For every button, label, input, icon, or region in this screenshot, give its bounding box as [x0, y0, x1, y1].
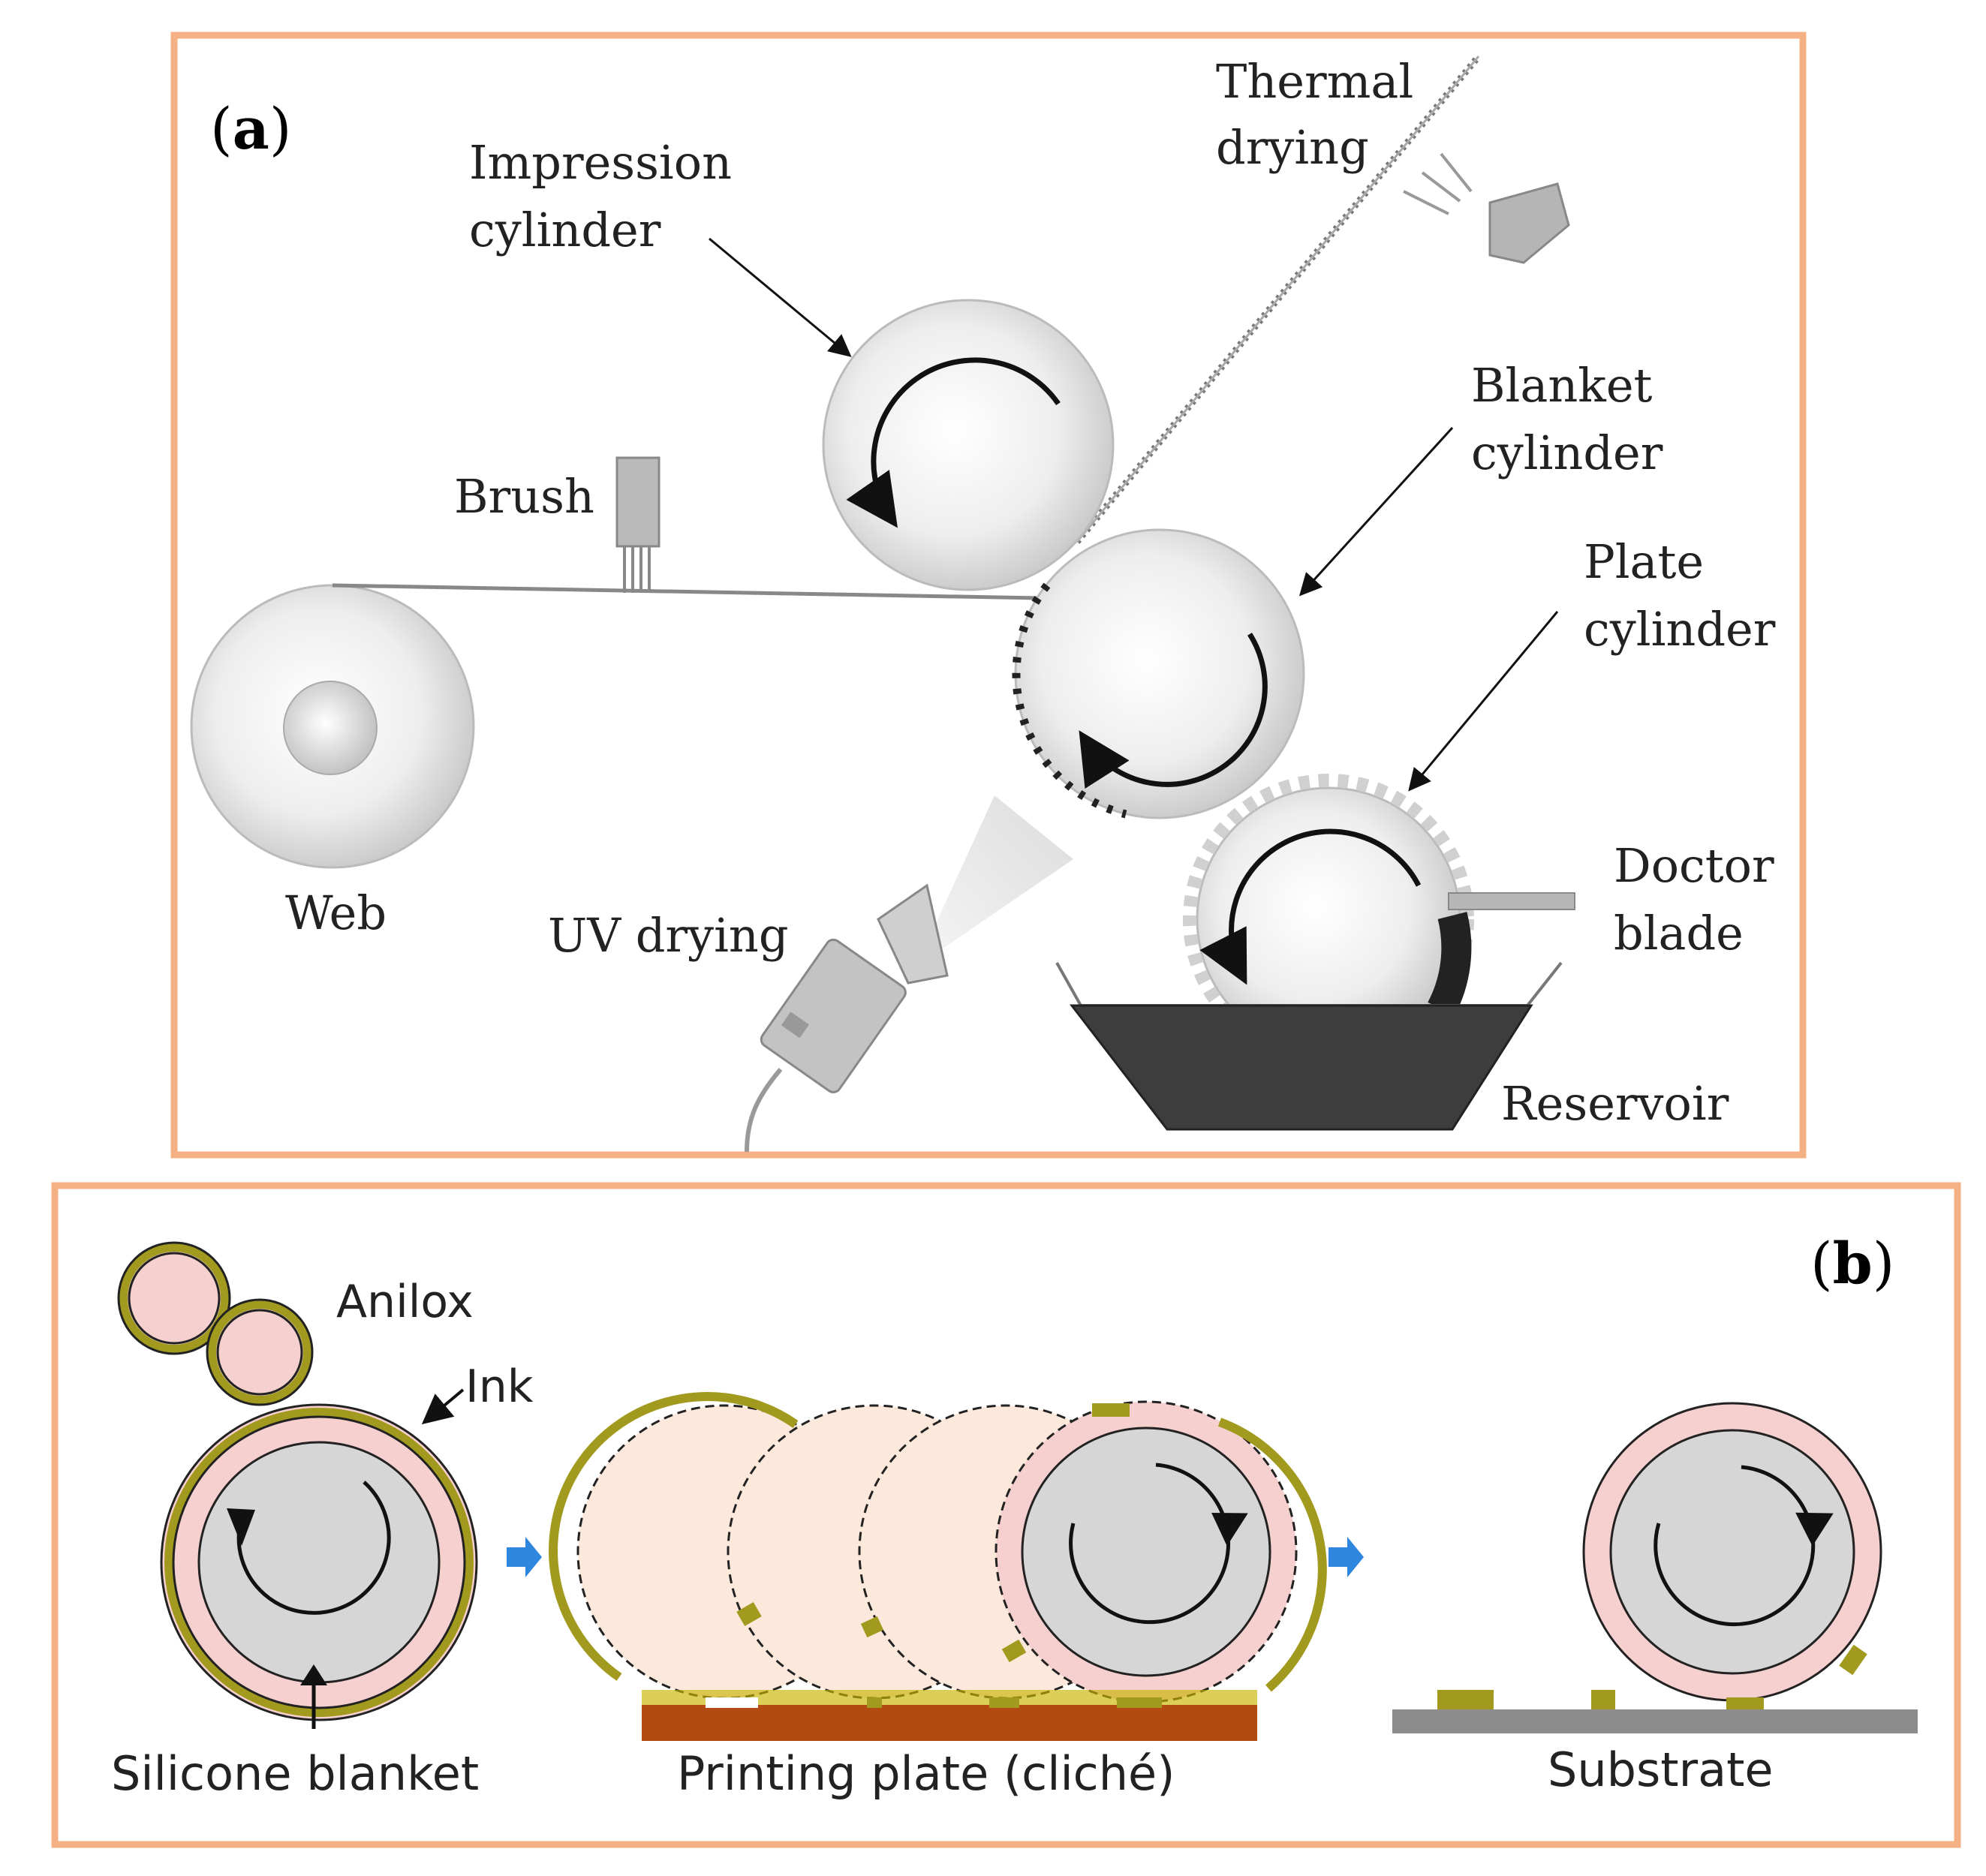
thermal-drying-label-line1: Thermal	[1216, 54, 1413, 109]
printing-plate	[642, 1705, 1257, 1741]
ink-pointer-arrow	[421, 1388, 465, 1425]
blanket-rotation-arrow	[1079, 633, 1268, 789]
plate-pointer-arrow	[1408, 611, 1559, 792]
substrate	[1392, 1709, 1918, 1733]
doctor-blade	[1448, 892, 1575, 910]
substrate-ink-pattern-3	[1726, 1697, 1764, 1709]
doctor-blade-label-line2: blade	[1614, 906, 1744, 961]
printing-plate-sequence	[549, 1392, 1327, 1741]
thermal-web-line-core	[1076, 56, 1480, 543]
brush-label: Brush	[454, 469, 594, 524]
substrate-cylinder	[1582, 1402, 1882, 1702]
brush-icon	[615, 456, 660, 593]
plate-rotation-arrow	[1199, 828, 1422, 985]
impression-cylinder-label-line1: Impression	[469, 135, 732, 190]
substrate-ink-pattern-2	[1591, 1690, 1615, 1709]
printing-plate-label: Printing plate (cliché)	[677, 1746, 1175, 1801]
reservoir-label: Reservoir	[1501, 1076, 1729, 1131]
web-path	[332, 583, 1040, 600]
doctor-blade-label-line1: Doctor	[1614, 838, 1774, 893]
impression-cylinder	[822, 299, 1115, 591]
reservoir	[1069, 1004, 1533, 1131]
plate-cylinder-label-line1: Plate	[1584, 534, 1704, 589]
blanket-pointer-arrow	[1298, 426, 1454, 597]
anilox-label: Anilox	[336, 1276, 474, 1328]
uv-lamp-icon	[745, 795, 1073, 1153]
panel-b: (b) Anilox Ink Silicone blanket	[51, 1182, 1961, 1848]
blanket-cylinder-pattern	[1012, 582, 1127, 819]
silicone-blanket-label: Silicone blanket	[111, 1746, 479, 1801]
process-arrow-1	[507, 1537, 542, 1577]
silicone-blanket-cylinder	[160, 1403, 478, 1721]
thermal-dryer-icon	[1403, 152, 1570, 264]
web-label: Web	[285, 885, 387, 940]
blanket-cylinder-label-line2: cylinder	[1471, 425, 1663, 480]
silicone-blanket-pointer-head	[300, 1664, 327, 1685]
plate-ink-band	[1428, 912, 1472, 1017]
blanket-cylinder-label-line1: Blanket	[1471, 358, 1653, 413]
ink-label: Ink	[465, 1360, 534, 1413]
anilox-rollers	[117, 1241, 314, 1406]
uv-drying-label: UV drying	[548, 908, 789, 963]
substrate-label: Substrate	[1548, 1742, 1774, 1797]
thermal-drying-label-line2: drying	[1216, 120, 1369, 175]
panel-a-label: (a)	[210, 95, 292, 162]
impression-cylinder-label-line2: cylinder	[469, 203, 661, 257]
plate-cylinder-label-line2: cylinder	[1584, 602, 1776, 657]
substrate-ink-pattern-1	[1437, 1690, 1494, 1709]
process-arrow-2	[1329, 1537, 1364, 1577]
impression-pointer-arrow	[709, 237, 852, 357]
web-roll-hub	[283, 681, 378, 775]
panel-b-label: (b)	[1810, 1230, 1894, 1297]
panel-a: (a) Thermal drying Impression cylinder W…	[170, 32, 1807, 1159]
impression-rotation-arrow	[846, 357, 1061, 528]
